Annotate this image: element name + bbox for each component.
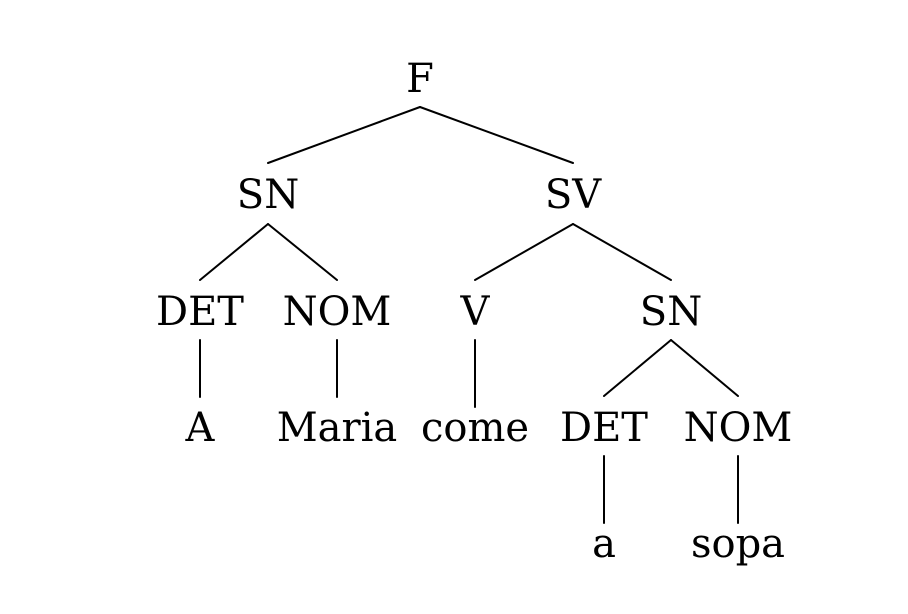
word-maria: Maria xyxy=(277,405,398,451)
word-a-upper: A xyxy=(185,405,216,451)
word-a-lower: a xyxy=(592,521,616,567)
tree-nodes: F SN SV DET NOM V SN A Maria come DET NO… xyxy=(156,56,792,567)
node-sv: SV xyxy=(545,172,602,218)
node-det-subject: DET xyxy=(156,289,244,335)
edge-sn-nom xyxy=(267,223,338,281)
edge-sv-v xyxy=(474,223,574,281)
node-nom-object: NOM xyxy=(684,405,793,451)
node-det-object: DET xyxy=(560,405,648,451)
edge-sv-sn xyxy=(572,223,672,281)
edge-sn-det-object xyxy=(603,339,672,397)
node-nom-subject: NOM xyxy=(283,289,392,335)
edge-f-sn xyxy=(267,106,421,164)
edge-sn-det xyxy=(199,223,269,281)
word-sopa: sopa xyxy=(691,521,785,567)
node-sn-subject: SN xyxy=(237,172,299,218)
edge-sn-nom-object xyxy=(670,339,739,397)
node-sn-object: SN xyxy=(640,289,702,335)
word-come: come xyxy=(421,405,529,451)
tree-edges xyxy=(199,106,739,524)
node-verb: V xyxy=(460,289,491,335)
node-f: F xyxy=(406,56,434,102)
edge-f-sv xyxy=(419,106,574,164)
